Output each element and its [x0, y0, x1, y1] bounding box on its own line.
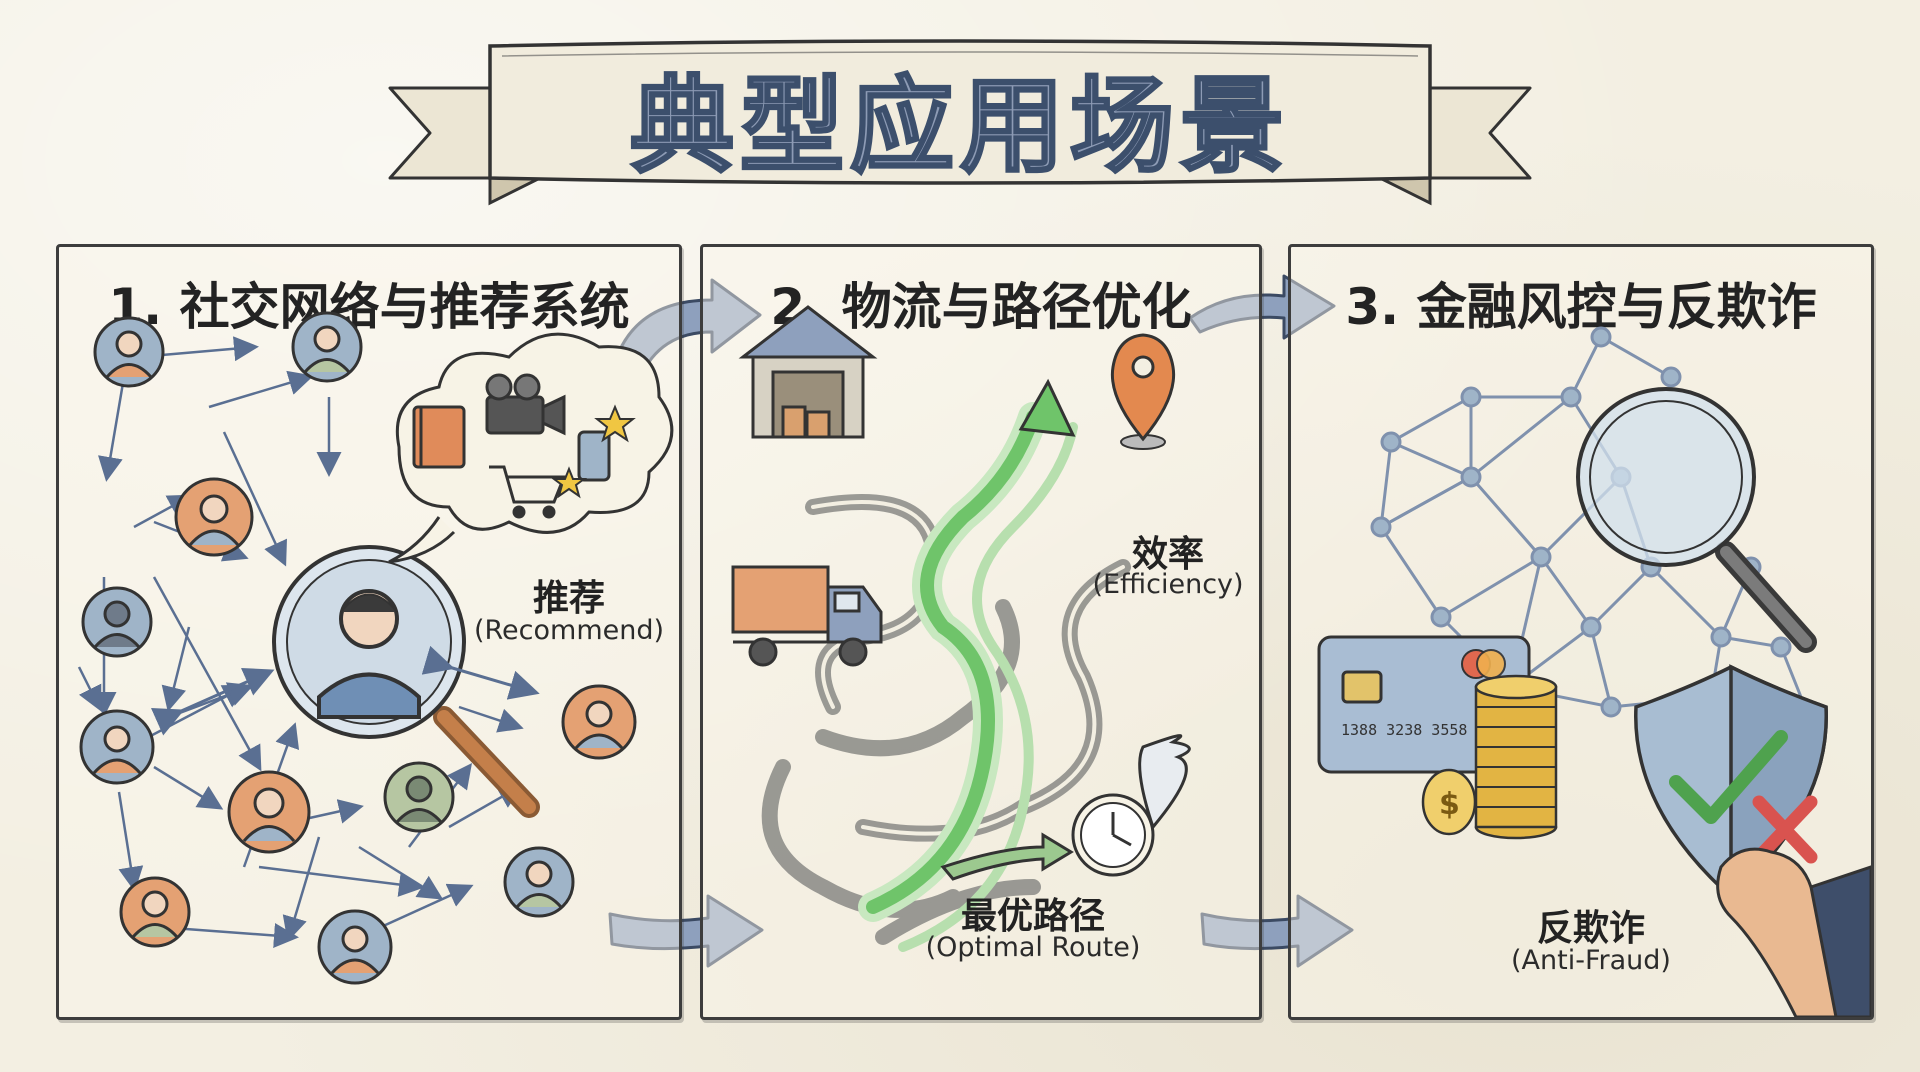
panel-logistics: 2. 物流与路径优化 — [700, 244, 1262, 1020]
user-avatar-icon — [119, 876, 191, 948]
route-arrow — [940, 832, 1074, 881]
warehouse-icon — [738, 305, 878, 439]
efficiency-label-en: (Efficiency) — [1092, 569, 1244, 600]
bidirectional-arrows — [150, 645, 540, 736]
user-avatar-icon — [93, 316, 165, 388]
social-network-illustration — [77, 311, 674, 985]
user-avatar-icon — [383, 761, 455, 833]
user-avatar-icon — [317, 909, 393, 985]
panel-title: 1. 社交网络与推荐系统 — [108, 278, 630, 336]
truck-icon — [731, 565, 883, 667]
panel-title: 3. 金融风控与反欺诈 — [1345, 278, 1817, 336]
tablet-icon — [577, 430, 611, 482]
anti-fraud-label-cn: 反欺诈 — [1536, 908, 1645, 949]
user-avatar-icon — [81, 586, 153, 658]
user-avatar-icon — [291, 311, 363, 383]
panel-finance-fraud: 3. 金融风控与反欺诈 — [1288, 244, 1874, 1020]
logistics-illustration — [731, 305, 1191, 952]
magnifier-icon — [1576, 387, 1817, 653]
panel-social-network: 1. 社交网络与推荐系统 — [56, 244, 682, 1020]
recommendation-thought-cloud — [388, 332, 674, 564]
recommend-label-cn: 推荐 — [532, 578, 605, 619]
optimal-route-label-cn: 最优路径 — [960, 896, 1105, 937]
user-avatars — [79, 311, 637, 985]
star-icon — [594, 404, 636, 443]
efficiency-label-cn: 效率 — [1131, 534, 1204, 575]
shopping-cart-icon — [489, 465, 567, 519]
movie-camera-icon — [485, 373, 566, 436]
user-avatar-icon — [503, 846, 575, 918]
panel-title: 2. 物流与路径优化 — [770, 278, 1192, 336]
star-icon — [551, 466, 587, 499]
optimal-route-label-en: (Optimal Route) — [925, 932, 1141, 963]
magnifier-icon — [272, 545, 540, 818]
recommend-label-en: (Recommend) — [473, 615, 665, 646]
user-avatar-icon — [227, 770, 311, 854]
title-banner — [388, 39, 1532, 206]
red-cross-icon — [1752, 795, 1818, 864]
user-avatar-icon — [79, 709, 155, 785]
user-avatar-icon — [561, 684, 637, 760]
optimal-route — [858, 378, 1078, 952]
page-title: 典型应用场景 — [628, 63, 1290, 188]
svg-text:$: $ — [1439, 787, 1460, 822]
user-avatar-icon — [174, 477, 254, 557]
card-number: 1388 3238 3558 — [1341, 721, 1467, 739]
coin-stack-icon: $ — [1421, 674, 1558, 840]
anti-fraud-label-en: (Anti-Fraud) — [1511, 945, 1671, 976]
hand-icon — [1716, 847, 1871, 1017]
book-icon — [412, 405, 466, 469]
map-pin-icon — [1110, 333, 1176, 450]
winged-clock-icon — [1071, 734, 1191, 877]
finance-illustration: 1388 3238 3558 $ — [1317, 326, 1871, 1017]
